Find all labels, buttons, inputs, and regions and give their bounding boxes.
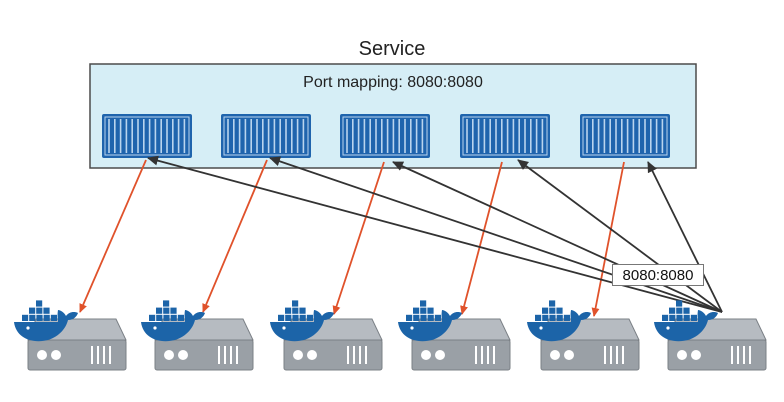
docker-host-4	[398, 300, 511, 371]
docker-whale-icon	[270, 300, 334, 342]
docker-host-6	[654, 300, 767, 371]
traffic-arrow-4	[460, 161, 503, 315]
docker-host-5	[527, 300, 640, 371]
port-mapping-label: Port mapping: 8080:8080	[303, 74, 483, 91]
port-mapping-badge: 8080:8080	[612, 264, 704, 286]
docker-whale-icon	[141, 300, 205, 342]
traffic-arrow-1	[79, 159, 147, 313]
container-4-shipping-container-icon	[460, 114, 550, 158]
traffic-arrow-3	[332, 161, 385, 315]
docker-host-3	[270, 300, 383, 371]
ingress-arrow-2	[269, 156, 723, 313]
ingress-arrow-1	[147, 155, 723, 313]
traffic-arrow-2	[202, 159, 268, 313]
docker-whale-icon	[398, 300, 462, 342]
ingress-arrow-4	[517, 159, 723, 313]
docker-whale-icon	[14, 300, 78, 342]
container-5-shipping-container-icon	[580, 114, 670, 158]
service-title: Service	[358, 38, 426, 60]
container-1-shipping-container-icon	[102, 114, 192, 158]
container-3-shipping-container-icon	[340, 114, 430, 158]
docker-host-2	[141, 300, 254, 371]
container-2-shipping-container-icon	[221, 114, 311, 158]
ingress-arrow-3	[392, 161, 723, 313]
traffic-arrow-5	[591, 161, 625, 317]
ingress-arrow-5	[647, 161, 723, 313]
docker-whale-icon	[654, 300, 718, 342]
docker-whale-icon	[527, 300, 591, 342]
docker-host-1	[14, 300, 127, 371]
